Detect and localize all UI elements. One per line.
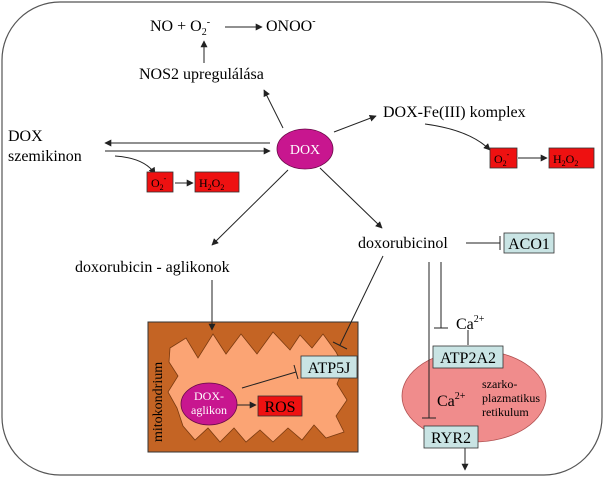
- inhibit-bar-atp5j-2: [293, 364, 299, 380]
- dox-fe-label: DOX-Fe(III) komplex: [383, 104, 526, 121]
- atp5j-label: ATP5J: [308, 360, 351, 377]
- dox-aglycone-node: [180, 382, 238, 426]
- dox-node: [276, 128, 334, 170]
- dox-aglycone-label-1: DOX-: [194, 389, 224, 403]
- o2-box-left: [146, 171, 174, 193]
- inhibit-aglycone-atp5j: [241, 371, 297, 389]
- ryr2-label: RYR2: [431, 430, 471, 447]
- aco1-label: ACO1: [508, 236, 550, 253]
- semiquinone-label-2: szemikinon: [8, 148, 82, 165]
- sr-label-2: plazmatikus: [482, 391, 540, 405]
- dox-aglycone-label-2: aglikon: [191, 403, 227, 417]
- ros-label: ROS: [264, 399, 295, 416]
- atp2a2-label: ATP2A2: [440, 350, 496, 367]
- inhibit-bar-atp5j: [332, 341, 348, 350]
- arrow-dox-to-nos2: [263, 89, 284, 129]
- o2-label-left: O2-: [151, 174, 167, 192]
- o2-label-right: O2-: [494, 150, 510, 168]
- atp5j-box: [300, 355, 358, 379]
- arrow-dox-to-aglycones: [211, 169, 289, 246]
- ryr2-box: [423, 425, 479, 449]
- mitochondrion-label: mitokondrium: [151, 362, 166, 442]
- ca-top-label: Ca2+: [456, 314, 485, 333]
- h2o2-box-right: [548, 147, 595, 169]
- ros-box: [257, 395, 303, 417]
- onoo-label: ONOO-: [266, 16, 316, 35]
- arrow-dox-to-fe: [333, 114, 377, 133]
- aglycones-label: doxorubicin - aglikonok: [75, 259, 230, 276]
- nos2-label: NOS2 upregulálása: [139, 66, 264, 83]
- aco1-box: [503, 232, 555, 254]
- h2o2-box-left: [194, 171, 240, 193]
- inhibit-doxorubicinol-atp5j: [339, 255, 384, 346]
- no-o2-label: NO + O2-: [150, 17, 210, 38]
- dox-label: DOX: [290, 143, 320, 158]
- sr-label-1: szarko-: [482, 377, 517, 391]
- semiquinone-label-1: DOX: [8, 128, 43, 145]
- arrow-fe-to-o2: [424, 123, 491, 151]
- mitochondrion: mitokondrium: [147, 321, 359, 453]
- doxorubicinol-label: doxorubicinol: [358, 235, 448, 252]
- o2-box-right: [489, 147, 518, 169]
- atp2a2-box: [432, 345, 504, 369]
- arrow-semiquinone-to-o2: [114, 155, 156, 175]
- sr-label-3: retikulum: [482, 405, 529, 419]
- h2o2-label-left: H2O2: [199, 176, 224, 192]
- ca-inner-label: Ca2+: [437, 391, 466, 410]
- h2o2-label-right: H2O2: [553, 152, 578, 168]
- arrow-dox-to-doxorubicinol: [319, 167, 383, 229]
